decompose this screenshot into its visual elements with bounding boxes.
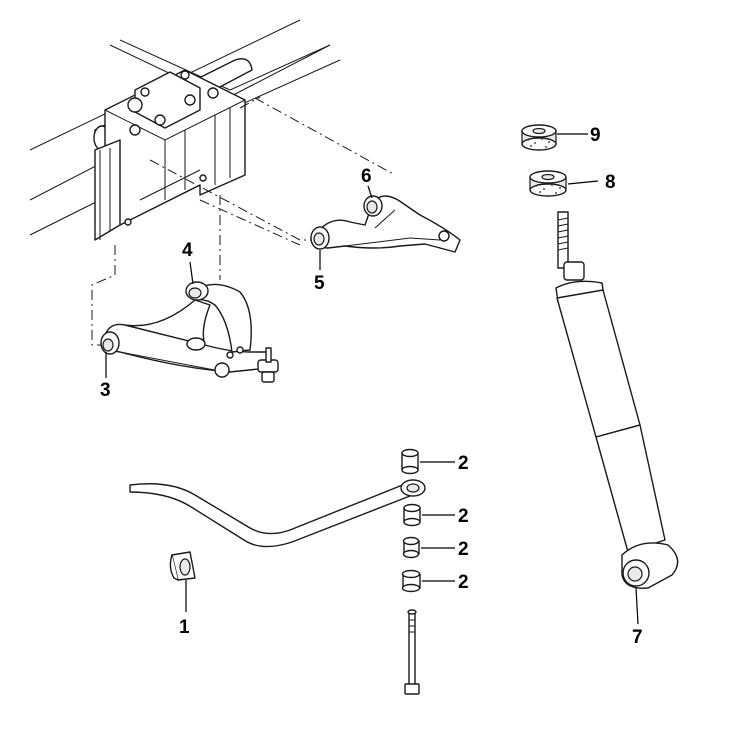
frame-crossmember <box>29 19 341 241</box>
shock-rubber-bushings <box>521 124 567 197</box>
callout-2-bottom: 2 <box>458 572 469 593</box>
lower-control-arm <box>100 281 279 383</box>
callout-2-top: 2 <box>458 453 469 474</box>
end-link-bushings <box>401 448 421 695</box>
bushing-8 <box>529 170 567 197</box>
callout-8: 8 <box>605 172 616 193</box>
callout-7: 7 <box>632 627 643 648</box>
callout-4: 4 <box>182 240 193 261</box>
callout-2-third: 2 <box>458 539 469 560</box>
leader-lines <box>105 133 639 625</box>
callout-6: 6 <box>361 166 372 187</box>
callout-2-second: 2 <box>458 506 469 527</box>
bushing-9 <box>521 124 557 151</box>
shock-absorber <box>555 211 679 589</box>
callout-1: 1 <box>179 617 190 638</box>
upper-control-arm <box>310 195 461 253</box>
callout-5: 5 <box>314 273 325 294</box>
callout-labels: 1 2 2 2 2 3 4 5 6 7 8 9 <box>100 125 643 648</box>
stabilizer-bar <box>129 479 426 581</box>
callout-3: 3 <box>100 380 111 401</box>
callout-9: 9 <box>590 125 601 146</box>
